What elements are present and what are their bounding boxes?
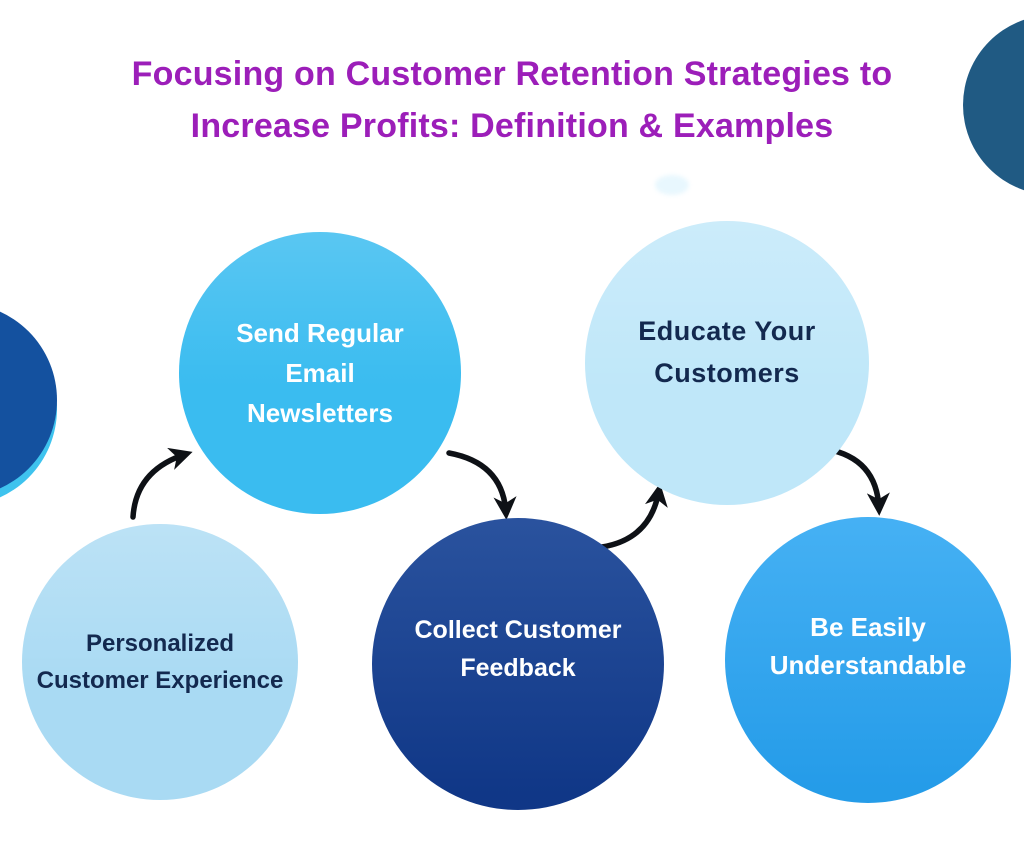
page-title-line-2: Increase Profits: Definition & Examples [190, 107, 834, 145]
step-label-line: Collect Customer [414, 616, 622, 644]
step-label-educate: Educate Your Customers [585, 310, 869, 394]
decor-circle-top-right [963, 15, 1024, 195]
step-label-collect: Collect Customer Feedback [372, 611, 664, 687]
decor-smudge [655, 175, 689, 195]
step-label-line: Email [285, 358, 355, 388]
step-circle-be-easily-understandable: Be Easily Understandable [725, 517, 1011, 803]
step-label-line: Customer Experience [36, 667, 284, 694]
step-label-line: Personalized [85, 630, 235, 657]
arrow-collect-to-educate-icon [599, 483, 668, 550]
step-label-line: Newsletters [247, 398, 393, 428]
step-label-personalized: Personalized Customer Experience [22, 625, 298, 699]
step-label-be-easily: Be Easily Understandable [725, 608, 1011, 684]
step-circle-personalized-customer-experience: Personalized Customer Experience [22, 524, 298, 800]
step-label-send-regular: Send Regular Email Newsletters [179, 313, 461, 433]
arrow-educate-to-easily-icon [823, 446, 890, 516]
step-circle-send-regular-email-newsletters: Send Regular Email Newsletters [179, 232, 461, 514]
step-label-line: Educate Your [638, 316, 816, 346]
decor-circle-left [0, 303, 57, 497]
page-title-line-1: Focusing on Customer Retention Strategie… [131, 55, 893, 93]
arrow-personalized-to-send-icon [130, 447, 193, 520]
step-label-line: Be Easily [810, 612, 926, 642]
step-label-line: Understandable [769, 650, 967, 680]
step-label-line: Feedback [460, 654, 576, 682]
step-circle-educate-your-customers: Educate Your Customers [585, 221, 869, 505]
step-circle-collect-customer-feedback: Collect Customer Feedback [372, 518, 664, 810]
step-label-line: Send Regular [236, 318, 404, 348]
step-label-line: Customers [654, 358, 800, 388]
page-title: Focusing on Customer Retention Strategie… [0, 48, 1024, 152]
arrow-send-to-collect-icon [446, 450, 517, 520]
